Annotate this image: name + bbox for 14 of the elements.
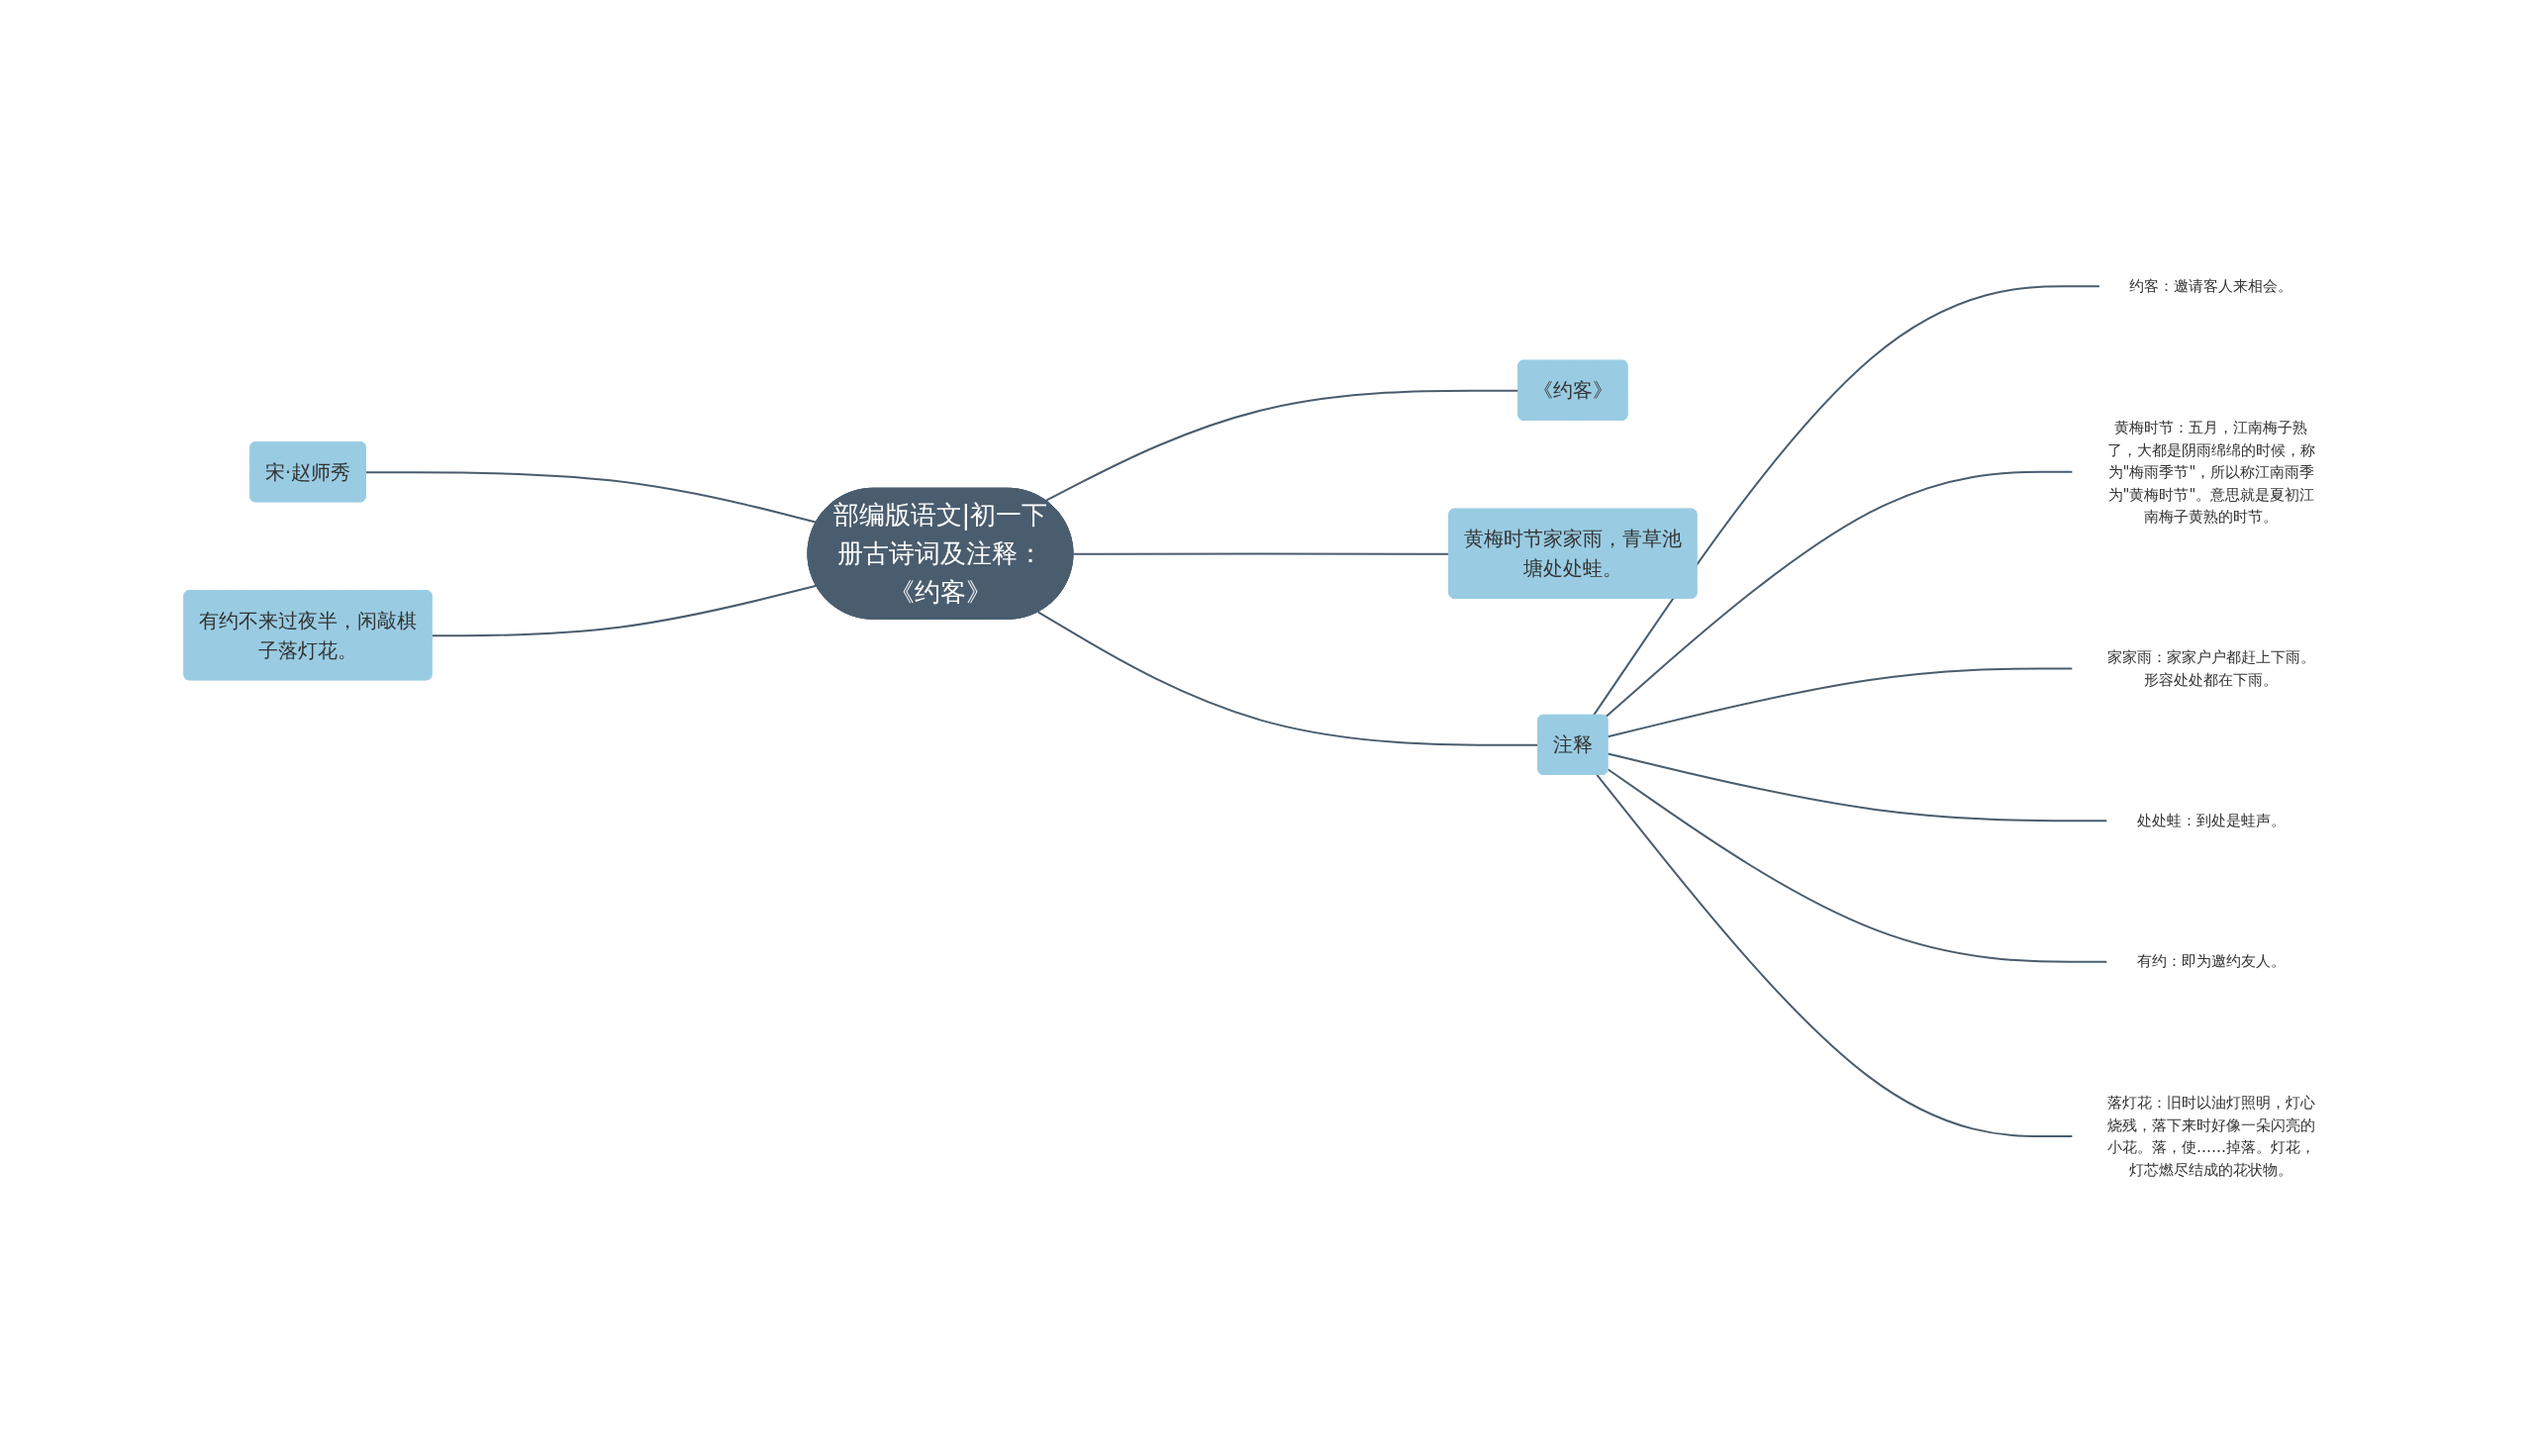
node-text: 黄梅时节：五月，江南梅子熟了，大都是阴雨绵绵的时候，称为"梅雨季节"，所以称江南雨季为"黄梅时节"。意思就是夏初江南梅子黄熟的时节。 <box>2106 418 2315 526</box>
connector <box>1607 667 2074 738</box>
connector <box>1607 752 2108 823</box>
node-text: 处处蛙：到处是蛙声。 <box>2136 812 2286 829</box>
connector <box>1607 768 2108 963</box>
node-text: 有约：即为邀约友人。 <box>2136 952 2286 971</box>
node-text: 落灯花：旧时以油灯照明，灯心烧残，落下来时好像一朵闪亮的小花。落，使……掉落。灯花，灯芯燃尽结成的花状物。 <box>2106 1094 2315 1179</box>
connector <box>1596 773 2074 1137</box>
connector <box>1605 470 2074 718</box>
connector <box>364 471 818 524</box>
connector <box>1592 285 2101 717</box>
connector <box>431 584 818 637</box>
node-text: 家家雨：家家户户都赶上下雨。形容处处都在下雨。 <box>2106 648 2315 689</box>
node-text: 约客：邀请客人来相会。 <box>2129 277 2293 295</box>
